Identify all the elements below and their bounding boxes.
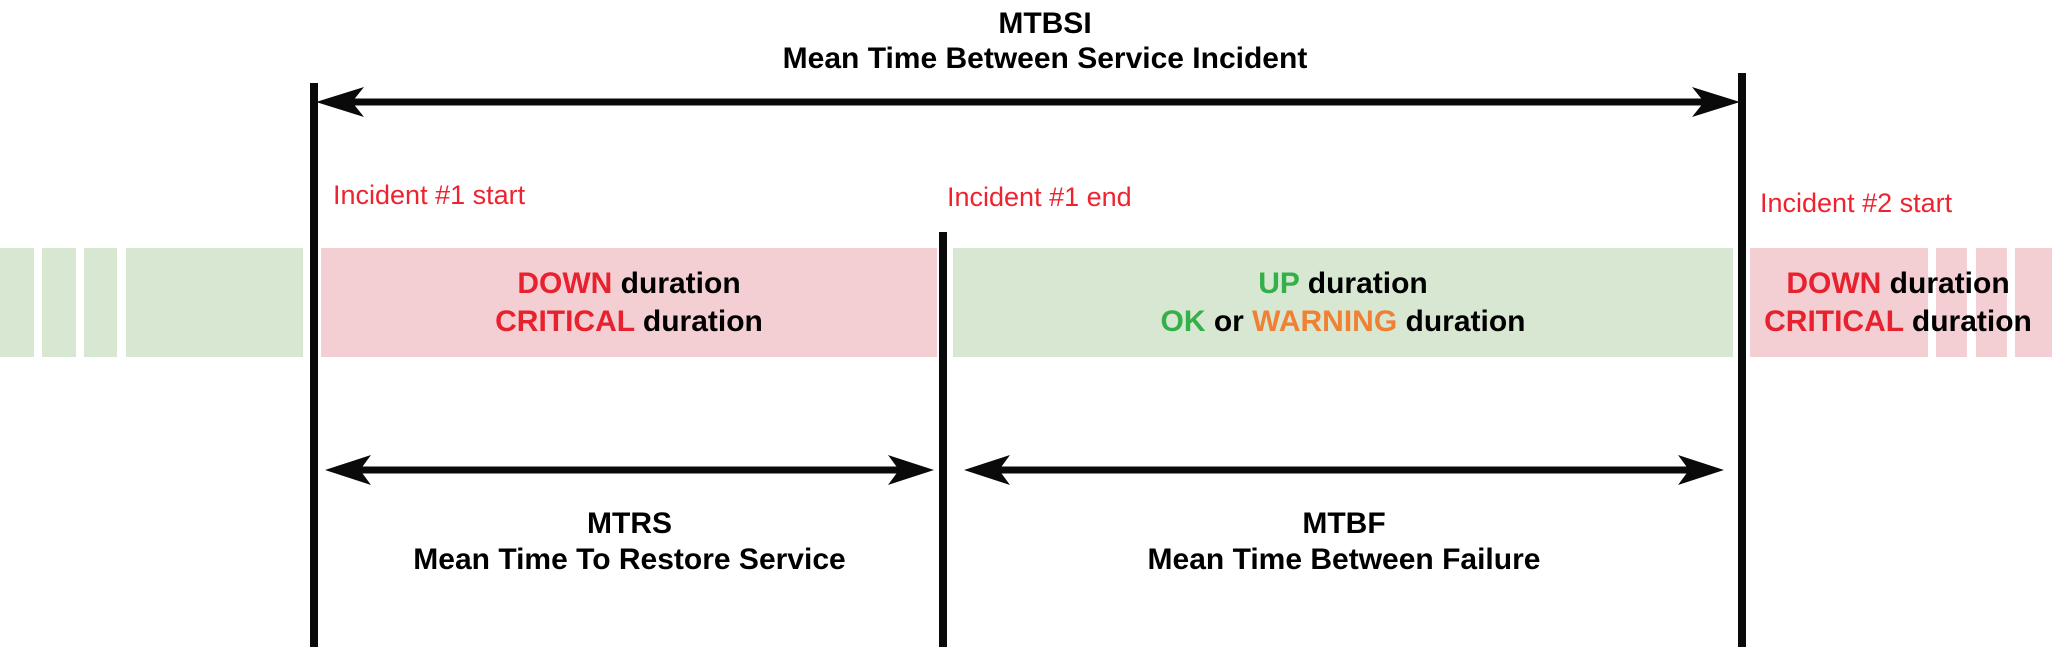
mtbsi-arrow [316, 87, 1740, 117]
warning-keyword: WARNING [1252, 304, 1398, 338]
incident1-end-line [939, 232, 947, 647]
up-rest: duration [1299, 266, 1428, 300]
down-duration-line-2: DOWN duration [1786, 265, 2009, 303]
history-up-segment [0, 248, 34, 357]
up-keyword: UP [1258, 266, 1300, 300]
mtrs-abbr: MTRS [587, 507, 672, 540]
critical-keyword-2: CRITICAL [1764, 304, 1904, 338]
mtbf-abbr: MTBF [1302, 507, 1386, 540]
history-up-segment [84, 248, 117, 357]
history-up-segment [42, 248, 76, 357]
down-keyword: DOWN [517, 266, 613, 300]
down-keyword-2: DOWN [1786, 266, 1882, 300]
mtrs-arrow [325, 455, 934, 485]
warning-rest: duration [1397, 304, 1526, 338]
down-rest-2: duration [1881, 266, 2010, 300]
incident2-start-line [1738, 73, 1746, 647]
title-full: Mean Time Between Service Incident [782, 42, 1308, 75]
history-up-segments [0, 248, 310, 357]
down-duration-bar: DOWN duration CRITICAL duration [321, 248, 937, 357]
up-duration-bar: UP duration OK or WARNING duration [953, 248, 1733, 357]
critical-duration-line: CRITICAL duration [495, 303, 763, 341]
down-duration-bar-2: DOWN duration CRITICAL duration [1748, 248, 2048, 357]
down-rest: duration [612, 266, 741, 300]
ok-keyword: OK [1160, 304, 1206, 338]
incident2-start-label: Incident #2 start [1760, 188, 1953, 218]
critical-duration-line-2: CRITICAL duration [1764, 303, 2032, 341]
or-text: or [1205, 304, 1253, 338]
critical-rest-2: duration [1903, 304, 2032, 338]
future-down-segments [1748, 248, 2052, 357]
ok-warning-line: OK or WARNING duration [1161, 303, 1526, 341]
mtbf-label: MTBF Mean Time Between Failure [962, 506, 1726, 578]
mtrs-label: MTRS Mean Time To Restore Service [323, 506, 936, 578]
incident1-end-label: Incident #1 end [947, 182, 1132, 212]
incident1-start-line [310, 83, 318, 647]
mtrs-full: Mean Time To Restore Service [413, 543, 846, 576]
up-duration-line: UP duration [1258, 265, 1427, 303]
incident1-start-label: Incident #1 start [333, 180, 526, 210]
future-down-segment [1976, 248, 2007, 357]
future-down-segment [2015, 248, 2052, 357]
history-up-segment [126, 248, 303, 357]
future-down-segment [1936, 248, 1967, 357]
future-down-segment [1750, 248, 1928, 357]
mtbf-full: Mean Time Between Failure [1147, 543, 1541, 576]
critical-rest: duration [634, 304, 763, 338]
down-duration-line: DOWN duration [517, 265, 740, 303]
mtbf-arrow [964, 455, 1724, 485]
diagram-title: MTBSI Mean Time Between Service Incident [330, 6, 1760, 76]
critical-keyword: CRITICAL [495, 304, 635, 338]
title-abbr: MTBSI [998, 7, 1092, 40]
